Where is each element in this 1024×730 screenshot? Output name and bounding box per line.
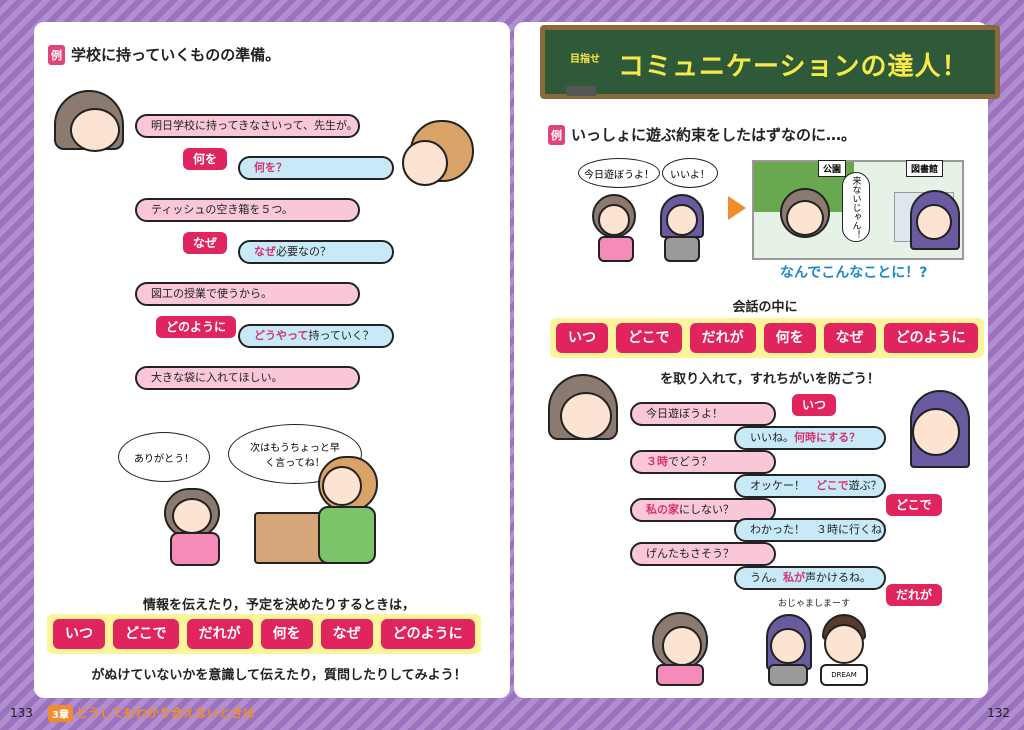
left-heading-text: 学校に持っていくものの準備。: [71, 46, 281, 64]
speech-bubble-boy: オッケー！ どこで遊ぶ？: [734, 474, 886, 498]
speech-bubble-girl: 大きな袋に入れてほしい。: [135, 366, 360, 390]
speech-bubble-mother: どうやって持っていく？: [238, 324, 394, 348]
sign-library: 図書館: [906, 160, 944, 177]
sign-park: 公園: [818, 160, 847, 177]
scene-speech-3: 来ないじゃん！: [842, 172, 870, 242]
scene-speech-1: 今日遊ぼうよ！: [578, 158, 660, 188]
pill-itsu: いつ: [556, 323, 608, 353]
why-text: なんでこんなことに！?: [780, 265, 928, 281]
speech-bubble-mother: なぜ必要なの？: [238, 240, 394, 264]
pill-naze: なぜ: [320, 619, 373, 649]
speech-bubble-girl: 図工の授業で使うから。: [135, 282, 360, 306]
page-number-right: 132: [987, 706, 1010, 720]
pill-naniwo: 何を: [260, 619, 313, 649]
left-heading: 例 学校に持っていくものの準備。: [48, 44, 280, 65]
pill-darega: だれが: [689, 323, 756, 353]
speech-bubble-girl: 明日学校に持ってきなさいって、先生が。: [135, 114, 360, 138]
left-summary-top: 情報を伝えたり，予定を決めたりするときは，: [142, 598, 416, 613]
speech-bubble-boy: いいね。何時にする？: [734, 426, 886, 450]
speech-thanks: ありがとう！: [118, 432, 210, 482]
shirt-print: DREAM: [820, 664, 868, 686]
speech-bubble-mother: 何を？: [238, 156, 394, 180]
conv-bottom: を取り入れて，すれちがいを防ごう！: [660, 372, 880, 387]
chapter-tag: 3章: [48, 705, 73, 722]
pill-itsu: いつ: [53, 619, 105, 649]
eraser-icon: [566, 86, 596, 96]
right-heading: 例 いっしょに遊ぶ約束をしたはずなのに…。: [548, 124, 856, 145]
speech-bubble-girl: ティッシュの空き箱を５つ。: [135, 198, 360, 222]
speech-bubble-girl: ３時でどう？: [630, 450, 776, 474]
page-number-left: 133: [10, 706, 33, 720]
speech-bubble-boy: わかった！ ３時に行くね！: [734, 518, 893, 542]
greet-text: おじゃましまーす: [778, 599, 851, 609]
tag-nani: 何を: [183, 148, 228, 170]
speech-bubble-girl: 私の家にしない？: [630, 498, 776, 522]
left-question-bar: いつ どこで だれが 何を なぜ どのように: [47, 614, 481, 654]
pill-donoyouni: どのように: [883, 323, 978, 353]
left-summary-bottom: がぬけていないかを意識して伝えたり，質問したりしてみよう！: [91, 668, 467, 683]
chapter-title: どうしてもわかり合えないときは: [76, 706, 256, 720]
pill-naze: なぜ: [823, 323, 876, 353]
tag-itsu: いつ: [792, 394, 837, 416]
right-heading-text: いっしょに遊ぶ約束をしたはずなのに…。: [571, 126, 857, 144]
example-badge: 例: [548, 124, 565, 145]
speech-bubble-girl: 今日遊ぼうよ！: [630, 402, 776, 426]
chalkboard-banner: [540, 25, 1000, 99]
tag-donoyouni: どのように: [156, 316, 237, 338]
tag-darega: だれが: [886, 584, 943, 606]
speech-bubble-girl: げんたもさそう？: [630, 542, 776, 566]
tag-naze: なぜ: [183, 232, 228, 254]
speech-bubble-boy: うん。私が声かけるね。: [734, 566, 886, 590]
example-badge: 例: [48, 44, 65, 65]
conv-top: 会話の中に: [732, 300, 798, 315]
pill-donoyouni: どのように: [380, 619, 475, 649]
page-title: コミュニケーションの達人！: [618, 52, 969, 82]
pill-naniwo: 何を: [763, 323, 816, 353]
right-question-bar: いつ どこで だれが 何を なぜ どのように: [550, 318, 984, 358]
pill-dokode: どこで: [113, 619, 179, 649]
tag-dokode: どこで: [886, 494, 942, 516]
pill-dokode: どこで: [616, 323, 682, 353]
chalk-small-label: 目指せ: [570, 54, 600, 65]
scene-speech-2: いいよ！: [662, 158, 718, 188]
pill-darega: だれが: [186, 619, 253, 649]
arrow-right-icon: [728, 196, 746, 220]
